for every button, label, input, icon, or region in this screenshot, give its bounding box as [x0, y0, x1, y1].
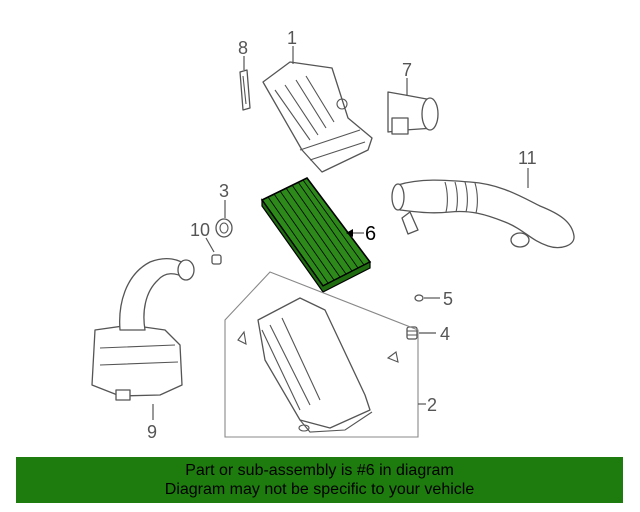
callout-4: 4	[440, 324, 450, 344]
part-1-air-cleaner-cover[interactable]	[262, 61, 373, 173]
part-6-air-filter[interactable]	[260, 176, 372, 293]
part-7-air-flow-sensor[interactable]	[387, 91, 439, 135]
part-4-bushing[interactable]	[406, 326, 418, 340]
callout-7: 7	[402, 60, 412, 80]
callout-8: 8	[238, 38, 248, 58]
callout-5: 5	[443, 289, 453, 309]
footer-line-1: Part or sub-assembly is #6 in diagram	[185, 462, 454, 479]
callout-3: 3	[219, 181, 229, 201]
part-11-intake-hose[interactable]	[391, 179, 575, 249]
part-2-lower-case[interactable]	[224, 271, 419, 438]
part-8-gasket[interactable]	[239, 69, 251, 111]
part-3-grommet[interactable]	[215, 218, 233, 238]
part-5-bolt[interactable]	[414, 294, 424, 302]
part-9-resonator[interactable]	[91, 257, 195, 401]
callout-11: 11	[518, 148, 537, 168]
callout-9: 9	[147, 422, 157, 442]
callout-2: 2	[427, 395, 437, 415]
callout-6: 6	[365, 223, 376, 245]
part-10-clip[interactable]	[211, 254, 222, 265]
callout-1: 1	[287, 28, 297, 48]
footer-line-2: Diagram may not be specific to your vehi…	[164, 481, 475, 498]
callout-10: 10	[190, 220, 210, 240]
footer-banner: Part or sub-assembly is #6 in diagram Di…	[16, 457, 623, 503]
